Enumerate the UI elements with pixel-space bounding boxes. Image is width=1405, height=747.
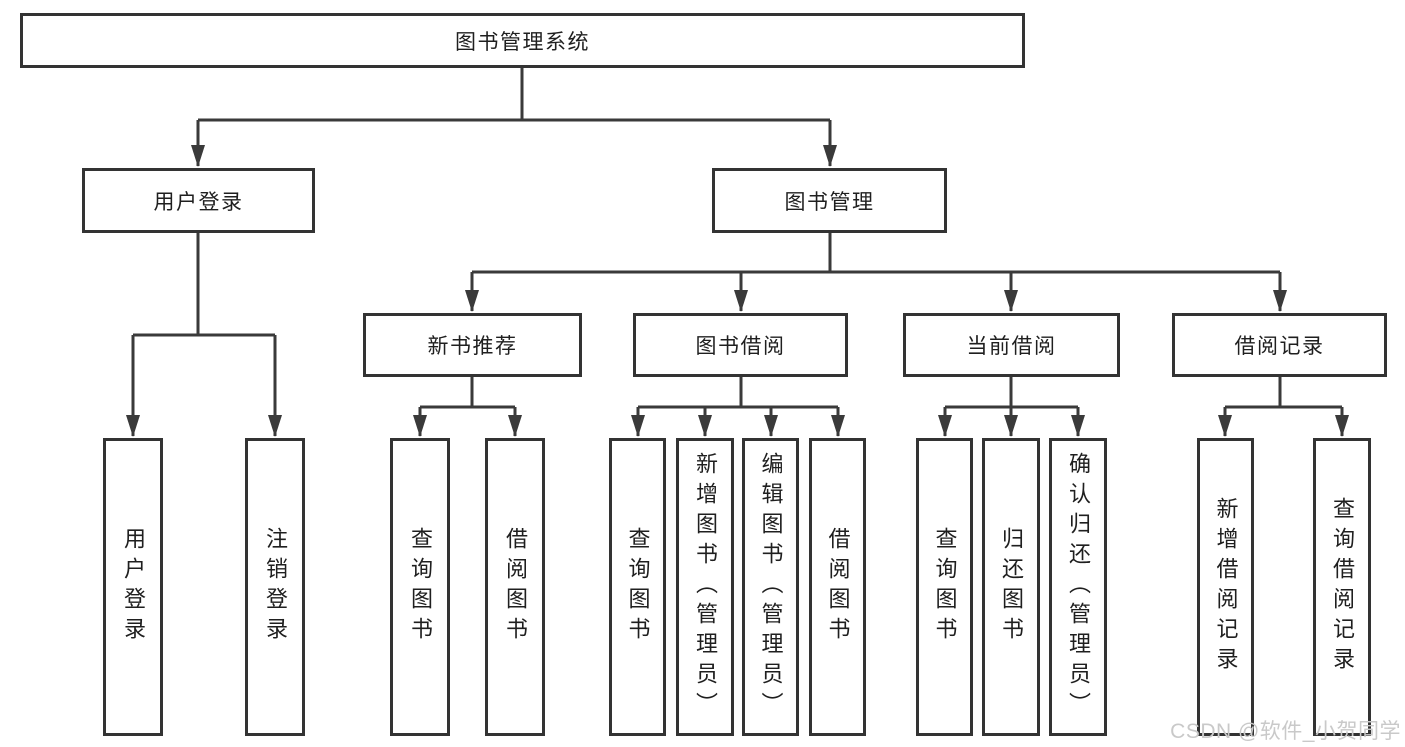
node-leaf-user-login: 用户登录 xyxy=(103,438,163,736)
node-bb-add-book-admin: 新增图书（管理员） xyxy=(676,438,734,736)
connector-book-mgmt-trunk xyxy=(472,233,1280,274)
node-borrowing-records: 借阅记录 xyxy=(1172,313,1387,377)
connector-user-login-trunk xyxy=(133,233,275,337)
node-bb-edit-book-admin: 编辑图书（管理员） xyxy=(742,438,799,736)
node-bb-query-book: 查询图书 xyxy=(609,438,666,736)
node-book-borrowing: 图书借阅 xyxy=(633,313,848,377)
node-br-add-record: 新增借阅记录 xyxy=(1197,438,1254,736)
connector-current-borrow-trunk xyxy=(945,377,1078,409)
connector-book-borrow-trunk xyxy=(638,377,838,409)
connector-borrow-records-trunk xyxy=(1225,377,1342,409)
node-root-library-management-system: 图书管理系统 xyxy=(20,13,1025,68)
node-cb-return-book: 归还图书 xyxy=(982,438,1040,736)
node-rec-borrow-book: 借阅图书 xyxy=(485,438,545,736)
node-current-borrowing: 当前借阅 xyxy=(903,313,1120,377)
node-leaf-logout: 注销登录 xyxy=(245,438,305,736)
node-user-login: 用户登录 xyxy=(82,168,315,233)
node-bb-borrow-book: 借阅图书 xyxy=(809,438,866,736)
csdn-watermark: CSDN @软件_小贺同学 xyxy=(1170,720,1401,743)
connector-root-trunk xyxy=(198,68,830,122)
node-rec-query-book: 查询图书 xyxy=(390,438,450,736)
node-cb-confirm-return-admin: 确认归还（管理员） xyxy=(1049,438,1107,736)
node-cb-query-book: 查询图书 xyxy=(916,438,973,736)
node-br-query-record: 查询借阅记录 xyxy=(1313,438,1371,736)
connector-new-book-rec-trunk xyxy=(420,377,515,409)
node-book-management: 图书管理 xyxy=(712,168,947,233)
node-new-book-recommendation: 新书推荐 xyxy=(363,313,582,377)
